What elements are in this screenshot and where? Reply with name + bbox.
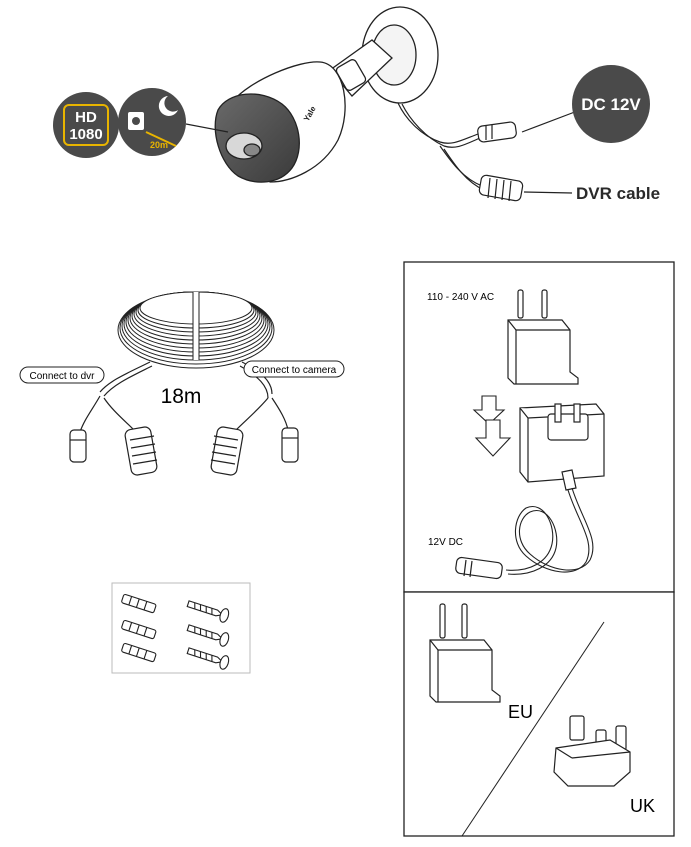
eu-plug-head xyxy=(507,289,579,385)
eu-label: EU xyxy=(508,702,533,722)
cable-length-label: 18m xyxy=(161,385,202,408)
hd-label: HD xyxy=(75,109,97,126)
divider-diagonal xyxy=(461,621,605,837)
eu-plug xyxy=(429,603,501,703)
dvr-cable-label: DVR cable xyxy=(576,184,660,203)
wall-screws xyxy=(186,600,230,670)
ac-voltage-label: 110 - 240 V AC xyxy=(427,292,494,303)
uk-plug xyxy=(553,715,631,787)
camera-dc-connector xyxy=(281,427,299,463)
night-range-label: 20m xyxy=(150,140,168,150)
camera-illustration xyxy=(214,6,439,183)
bnc-connector xyxy=(478,174,524,202)
adapter-cord xyxy=(505,487,594,575)
dc-output-label: 12V DC xyxy=(428,537,463,548)
connect-to-camera-label: Connect to camera xyxy=(252,365,337,376)
uk-label: UK xyxy=(630,796,655,816)
cable-coil xyxy=(117,291,275,369)
hd-resolution: 1080 xyxy=(69,126,102,143)
dc-output-plug xyxy=(455,556,503,580)
hd-badge xyxy=(53,92,119,158)
dc-12v-label: DC 12V xyxy=(581,95,641,114)
night-vision-badge xyxy=(118,88,186,156)
dvr-dc-connector xyxy=(69,429,87,463)
wall-anchors xyxy=(121,593,157,663)
dc-plug xyxy=(477,121,517,143)
adapter-body xyxy=(519,403,605,491)
dc-12v-badge xyxy=(572,65,650,143)
camera-small-icon xyxy=(128,112,144,130)
connect-to-dvr-label: Connect to dvr xyxy=(29,371,95,382)
plug-variants-panel xyxy=(403,591,675,837)
camera-bnc-connector xyxy=(210,426,244,476)
moon-icon xyxy=(158,96,178,116)
insert-arrow-icon xyxy=(472,395,512,457)
dvr-bnc-connector xyxy=(124,426,158,476)
camera-pigtail xyxy=(397,102,485,191)
